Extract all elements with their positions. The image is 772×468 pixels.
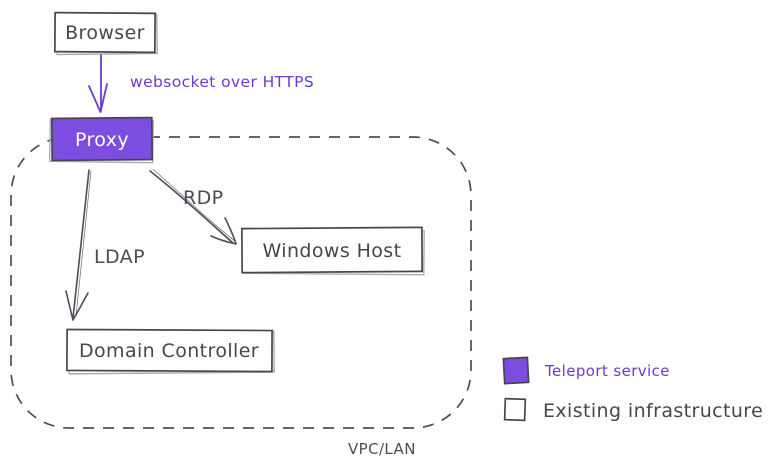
node-windows-host: Windows Host (240, 226, 425, 276)
domain-controller-label: Domain Controller (79, 340, 259, 362)
websocket-arrowhead (88, 83, 108, 113)
edge-proxy-to-domain-controller: LDAP (65, 169, 145, 321)
rdp-arrow-line (149, 170, 234, 244)
proxy-box (50, 116, 154, 162)
websocket-label: websocket over HTTPS (130, 73, 314, 91)
legend: Teleport service Existing infrastructure (502, 356, 763, 422)
ldap-arrowhead (65, 290, 89, 321)
ldap-label: LDAP (94, 246, 145, 268)
legend-item-existing-infrastructure: Existing infrastructure (503, 397, 763, 422)
legend-label-existing: Existing infrastructure (543, 400, 763, 422)
browser-box (54, 11, 156, 54)
edge-proxy-to-windows-host: RDP (149, 168, 237, 245)
legend-label-teleport: Teleport service (544, 362, 670, 380)
vpc-boundary (10, 136, 472, 429)
ldap-arrow-line-echo (75, 170, 92, 317)
windows-host-label: Windows Host (263, 240, 402, 262)
vpc-boundary-group: VPC/LAN (10, 136, 472, 458)
legend-swatch-teleport (502, 356, 530, 385)
domain-controller-box (66, 328, 273, 373)
proxy-label: Proxy (75, 129, 129, 151)
rdp-arrowhead (210, 217, 237, 245)
rdp-label: RDP (183, 187, 224, 209)
ldap-arrow-line (72, 169, 90, 319)
vpc-label: VPC/LAN (348, 440, 416, 458)
edge-browser-to-proxy: websocket over HTTPS (88, 54, 314, 113)
windows-host-box (240, 226, 424, 274)
node-proxy: Proxy (48, 116, 154, 164)
rdp-arrow-line-echo (152, 168, 237, 243)
browser-label: Browser (65, 22, 145, 44)
legend-swatch-existing (503, 397, 527, 422)
node-domain-controller: Domain Controller (66, 328, 275, 375)
node-browser: Browser (54, 11, 158, 56)
legend-item-teleport-service: Teleport service (502, 356, 670, 385)
